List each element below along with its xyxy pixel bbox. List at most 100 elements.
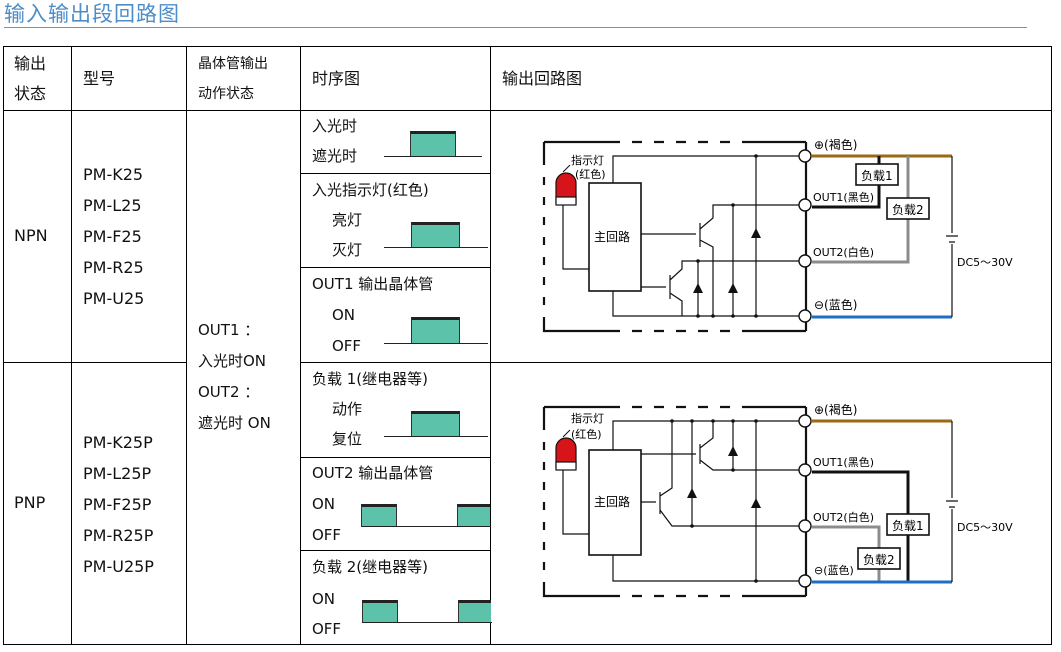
model-item: PM-K25P bbox=[83, 433, 153, 452]
row-divider bbox=[4, 110, 1051, 111]
indicator-color-label: (红色) bbox=[571, 427, 602, 441]
timing-low-label: 复位 bbox=[332, 430, 363, 448]
load2-box bbox=[886, 197, 930, 220]
supply-label: DC5～30V bbox=[957, 256, 1013, 269]
indicator-label: 指示灯 bbox=[571, 153, 604, 167]
col-divider bbox=[300, 47, 301, 644]
timing-pulse bbox=[411, 317, 460, 343]
timing-low-label: OFF bbox=[312, 526, 342, 544]
row-divider bbox=[300, 362, 1051, 363]
timing-pulse bbox=[410, 131, 456, 156]
header-action-state: 晶体管输出 动作状态 bbox=[198, 49, 268, 109]
model-item: PM-L25 bbox=[83, 196, 142, 215]
header-text: 晶体管输出 bbox=[198, 56, 268, 72]
header-timing: 时序图 bbox=[312, 69, 361, 88]
model-item: PM-L25P bbox=[83, 464, 152, 483]
timing-pulse bbox=[411, 222, 460, 247]
blue-label: ⊖(蓝色) bbox=[814, 563, 854, 577]
col-divider bbox=[186, 47, 187, 644]
timing-title: 负载 1(继电器等) bbox=[312, 370, 429, 388]
timing-high-label: 亮灯 bbox=[332, 211, 363, 229]
model-item: PM-U25 bbox=[83, 289, 145, 308]
row-divider bbox=[4, 362, 186, 363]
timing-pulse bbox=[362, 600, 398, 622]
timing-title: 入光时 bbox=[312, 117, 358, 135]
out1-label: OUT1(黑色) bbox=[813, 455, 874, 469]
timing-pulse bbox=[457, 504, 490, 526]
supply-label: DC5～30V bbox=[957, 521, 1013, 534]
indicator-color-label: (红色) bbox=[575, 167, 606, 181]
timing-pulse bbox=[458, 600, 491, 622]
terminals bbox=[798, 149, 812, 323]
timing-pulse bbox=[411, 411, 460, 436]
brown-label: ⊕(褐色) bbox=[814, 402, 857, 417]
timing-pulse bbox=[361, 504, 397, 526]
main-circuit-label: 主回路 bbox=[594, 494, 630, 509]
timing-low-label: OFF bbox=[332, 337, 362, 355]
load2-box bbox=[857, 547, 901, 570]
npn-circuit-diagram: 指示灯 (红色) 主回路 ⊕(褐色) OUT1(黑色) OUT2(白色) ⊖(蓝… bbox=[542, 137, 1013, 333]
model-item: PM-R25P bbox=[83, 526, 154, 545]
timing-high-label: ON bbox=[312, 590, 336, 608]
timing-baseline bbox=[362, 622, 492, 623]
action-state-text: OUT1 ： 入光时ON OUT2 ： 遮光时 ON bbox=[198, 315, 271, 439]
row-divider bbox=[300, 457, 490, 458]
timing-low-label: OFF bbox=[312, 620, 342, 638]
output-type-pnp: PNP bbox=[14, 493, 46, 512]
header-text: 动作状态 bbox=[198, 86, 254, 102]
housing-outline bbox=[542, 405, 806, 598]
load1-box bbox=[855, 163, 899, 186]
action-line: OUT1 ： bbox=[198, 321, 260, 339]
timing-low-label: 遮光时 bbox=[312, 147, 358, 165]
pnp-circuit-diagram: 指示灯 (红色) 主回路 ⊕(褐色) OUT1(黑色) OUT2(白色) ⊖(蓝… bbox=[542, 402, 1013, 598]
housing-outline bbox=[542, 140, 806, 333]
timing-title: OUT1 输出晶体管 bbox=[312, 275, 434, 293]
row-divider bbox=[300, 173, 490, 174]
indicator-label: 指示灯 bbox=[571, 411, 604, 425]
model-item: PM-R25 bbox=[83, 258, 144, 277]
timing-baseline bbox=[384, 436, 488, 437]
row-divider bbox=[300, 550, 490, 551]
timing-baseline bbox=[361, 526, 491, 527]
col-divider bbox=[71, 47, 72, 644]
load2-label: 负载2 bbox=[892, 203, 924, 217]
load2-label: 负载2 bbox=[863, 553, 895, 567]
header-text: 输出 bbox=[14, 54, 47, 73]
load1-box bbox=[886, 513, 930, 536]
timing-baseline bbox=[384, 343, 488, 344]
wire-white bbox=[812, 156, 910, 264]
led-icon bbox=[555, 172, 577, 204]
timing-title: OUT2 输出晶体管 bbox=[312, 464, 434, 482]
timing-title: 入光指示灯(红色) bbox=[312, 181, 429, 199]
timing-baseline bbox=[384, 156, 482, 157]
model-list-pnp: PM-K25P PM-L25P PM-F25P PM-R25P PM-U25P bbox=[83, 427, 154, 582]
title-underline bbox=[4, 27, 1027, 28]
model-item: PM-U25P bbox=[83, 557, 154, 576]
out2-label: OUT2(白色) bbox=[813, 510, 874, 524]
action-line: OUT2 ： bbox=[198, 383, 260, 401]
timing-baseline bbox=[384, 247, 488, 248]
dc-supply-symbol bbox=[946, 421, 958, 582]
header-output-state: 输出 状态 bbox=[14, 49, 46, 109]
dc-supply-symbol bbox=[946, 156, 958, 317]
header-text: 状态 bbox=[14, 84, 47, 103]
output-type-npn: NPN bbox=[14, 226, 48, 245]
model-list-npn: PM-K25 PM-L25 PM-F25 PM-R25 PM-U25 bbox=[83, 159, 144, 314]
load1-label: 负载1 bbox=[892, 519, 924, 533]
blue-label: ⊖(蓝色) bbox=[814, 298, 857, 312]
brown-label: ⊕(褐色) bbox=[814, 137, 857, 152]
led-icon bbox=[555, 437, 577, 469]
io-circuit-table: 输出 状态 型号 晶体管输出 动作状态 时序图 输出回路图 NPN PM-K25… bbox=[3, 46, 1052, 645]
col-divider bbox=[490, 47, 491, 644]
action-line: 遮光时 ON bbox=[198, 414, 271, 432]
timing-high-label: ON bbox=[312, 495, 336, 513]
model-item: PM-K25 bbox=[83, 165, 144, 184]
row-divider bbox=[300, 267, 490, 268]
main-circuit-label: 主回路 bbox=[594, 229, 630, 244]
timing-title: 负载 2(继电器等) bbox=[312, 558, 429, 576]
timing-high-label: 动作 bbox=[332, 400, 363, 418]
page-title: 输入输出段回路图 bbox=[4, 2, 180, 26]
load1-label: 负载1 bbox=[861, 169, 893, 183]
main-circuit-box bbox=[588, 182, 642, 292]
model-item: PM-F25P bbox=[83, 495, 152, 514]
